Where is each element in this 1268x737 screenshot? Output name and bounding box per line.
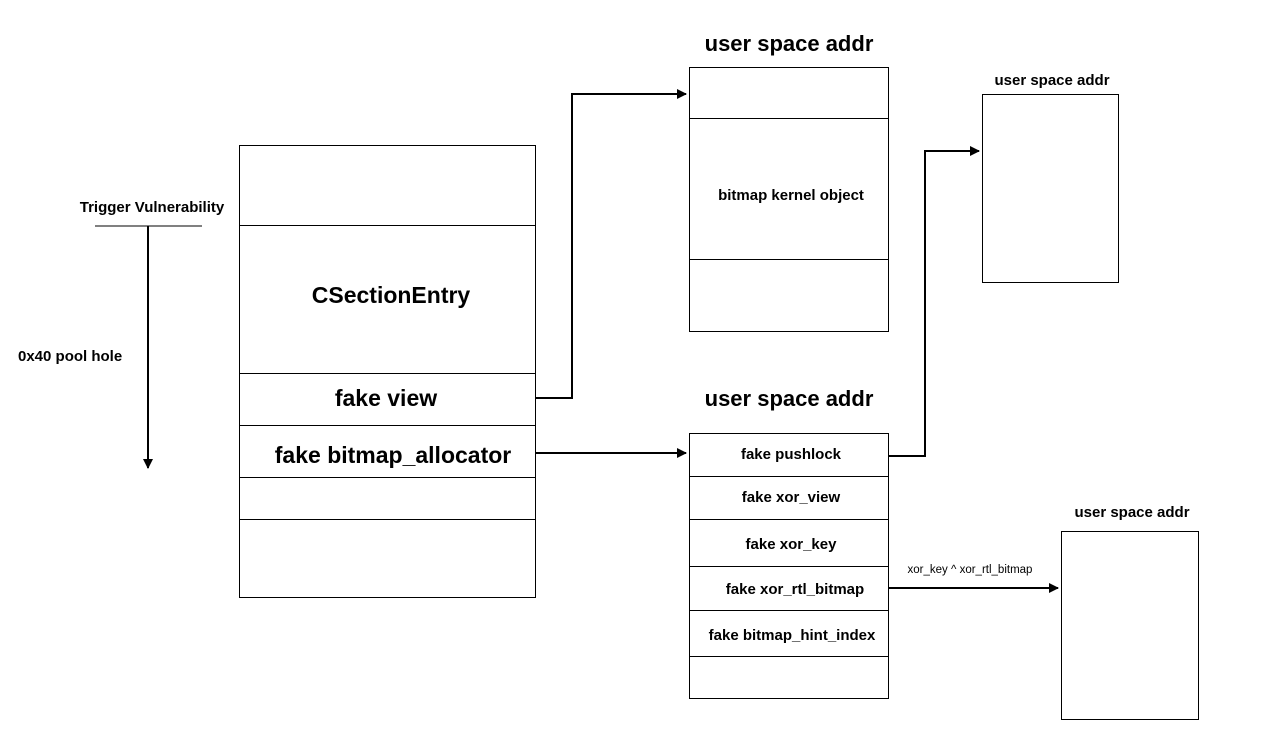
pushlock-target-block: user space addr (982, 72, 1119, 283)
trigger-vulnerability-label: Trigger Vulnerability (80, 199, 225, 216)
xor-result-label: xor_key ^ xor_rtl_bitmap (908, 564, 1033, 576)
allocator-block-title: user space addr (705, 386, 874, 411)
pushlock-target-title: user space addr (994, 72, 1109, 89)
csection-entry-row: CSectionEntry (312, 282, 471, 308)
trigger-annotation: Trigger Vulnerability 0x40 pool hole (18, 199, 225, 469)
fake-xor-view-row: fake xor_view (742, 489, 841, 506)
fake-pushlock-row: fake pushlock (741, 446, 842, 463)
fake-bitmap-allocator-row: fake bitmap_allocator (275, 442, 512, 468)
bitmap-kernel-object-row: bitmap kernel object (718, 187, 864, 204)
bitmap-block: user space addr bitmap kernel object (689, 31, 889, 332)
rtl-bitmap-target-title: user space addr (1074, 504, 1189, 521)
pushlock-target-frame (982, 94, 1119, 283)
rtl-bitmap-target-frame (1061, 531, 1199, 720)
pushlock-arrow (889, 146, 980, 457)
pool-hole-label: 0x40 pool hole (18, 348, 122, 365)
fake-view-arrow (536, 89, 687, 399)
bitmap-block-title: user space addr (705, 31, 874, 56)
fake-xor-rtl-bitmap-row: fake xor_rtl_bitmap (726, 581, 864, 598)
rtl-bitmap-target-block: user space addr (1061, 504, 1199, 720)
fake-xor-key-row: fake xor_key (746, 536, 838, 553)
csection-entry-frame (239, 145, 536, 598)
fake-bitmap-hint-index-row: fake bitmap_hint_index (709, 627, 876, 644)
bitmap-block-frame (689, 67, 889, 332)
allocator-block: user space addr fake pushlock fake xor_v… (689, 386, 889, 699)
csection-entry-block: CSectionEntry fake view fake bitmap_allo… (239, 145, 536, 598)
fake-view-row: fake view (335, 385, 437, 411)
